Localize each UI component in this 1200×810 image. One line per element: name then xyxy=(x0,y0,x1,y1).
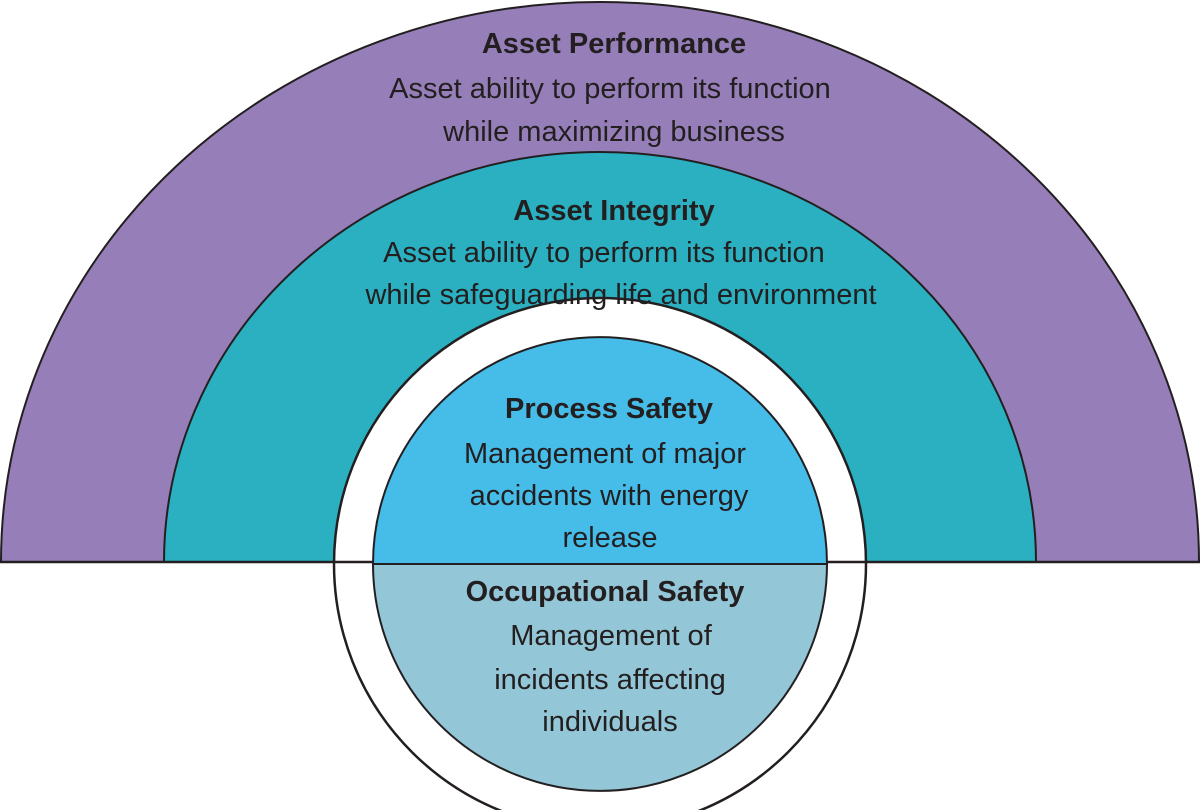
asset-integrity-title: Asset Integrity xyxy=(513,195,714,227)
asset-performance-desc-line: Asset ability to perform its function xyxy=(389,73,831,105)
occupational-safety-title: Occupational Safety xyxy=(466,576,745,608)
process-safety-desc-line: release xyxy=(562,522,657,554)
occupational-safety-desc-line: individuals xyxy=(542,706,677,738)
asset-integrity-desc-line: Asset ability to perform its function xyxy=(383,237,825,269)
occupational-safety-half xyxy=(371,563,829,792)
asset-integrity-desc-line: while safeguarding life and environment xyxy=(364,279,876,311)
process-safety-title: Process Safety xyxy=(505,393,713,425)
process-safety-desc-line: Management of major xyxy=(464,438,746,470)
occupational-safety-desc-line: Management of xyxy=(510,620,712,652)
asset-performance-title: Asset Performance xyxy=(482,28,746,60)
process-safety-desc-line: accidents with energy xyxy=(470,480,749,512)
occupational-safety-desc-line: incidents affecting xyxy=(494,664,726,696)
process-safety-half xyxy=(371,336,829,565)
asset-performance-desc-line: while maximizing business xyxy=(442,116,785,148)
